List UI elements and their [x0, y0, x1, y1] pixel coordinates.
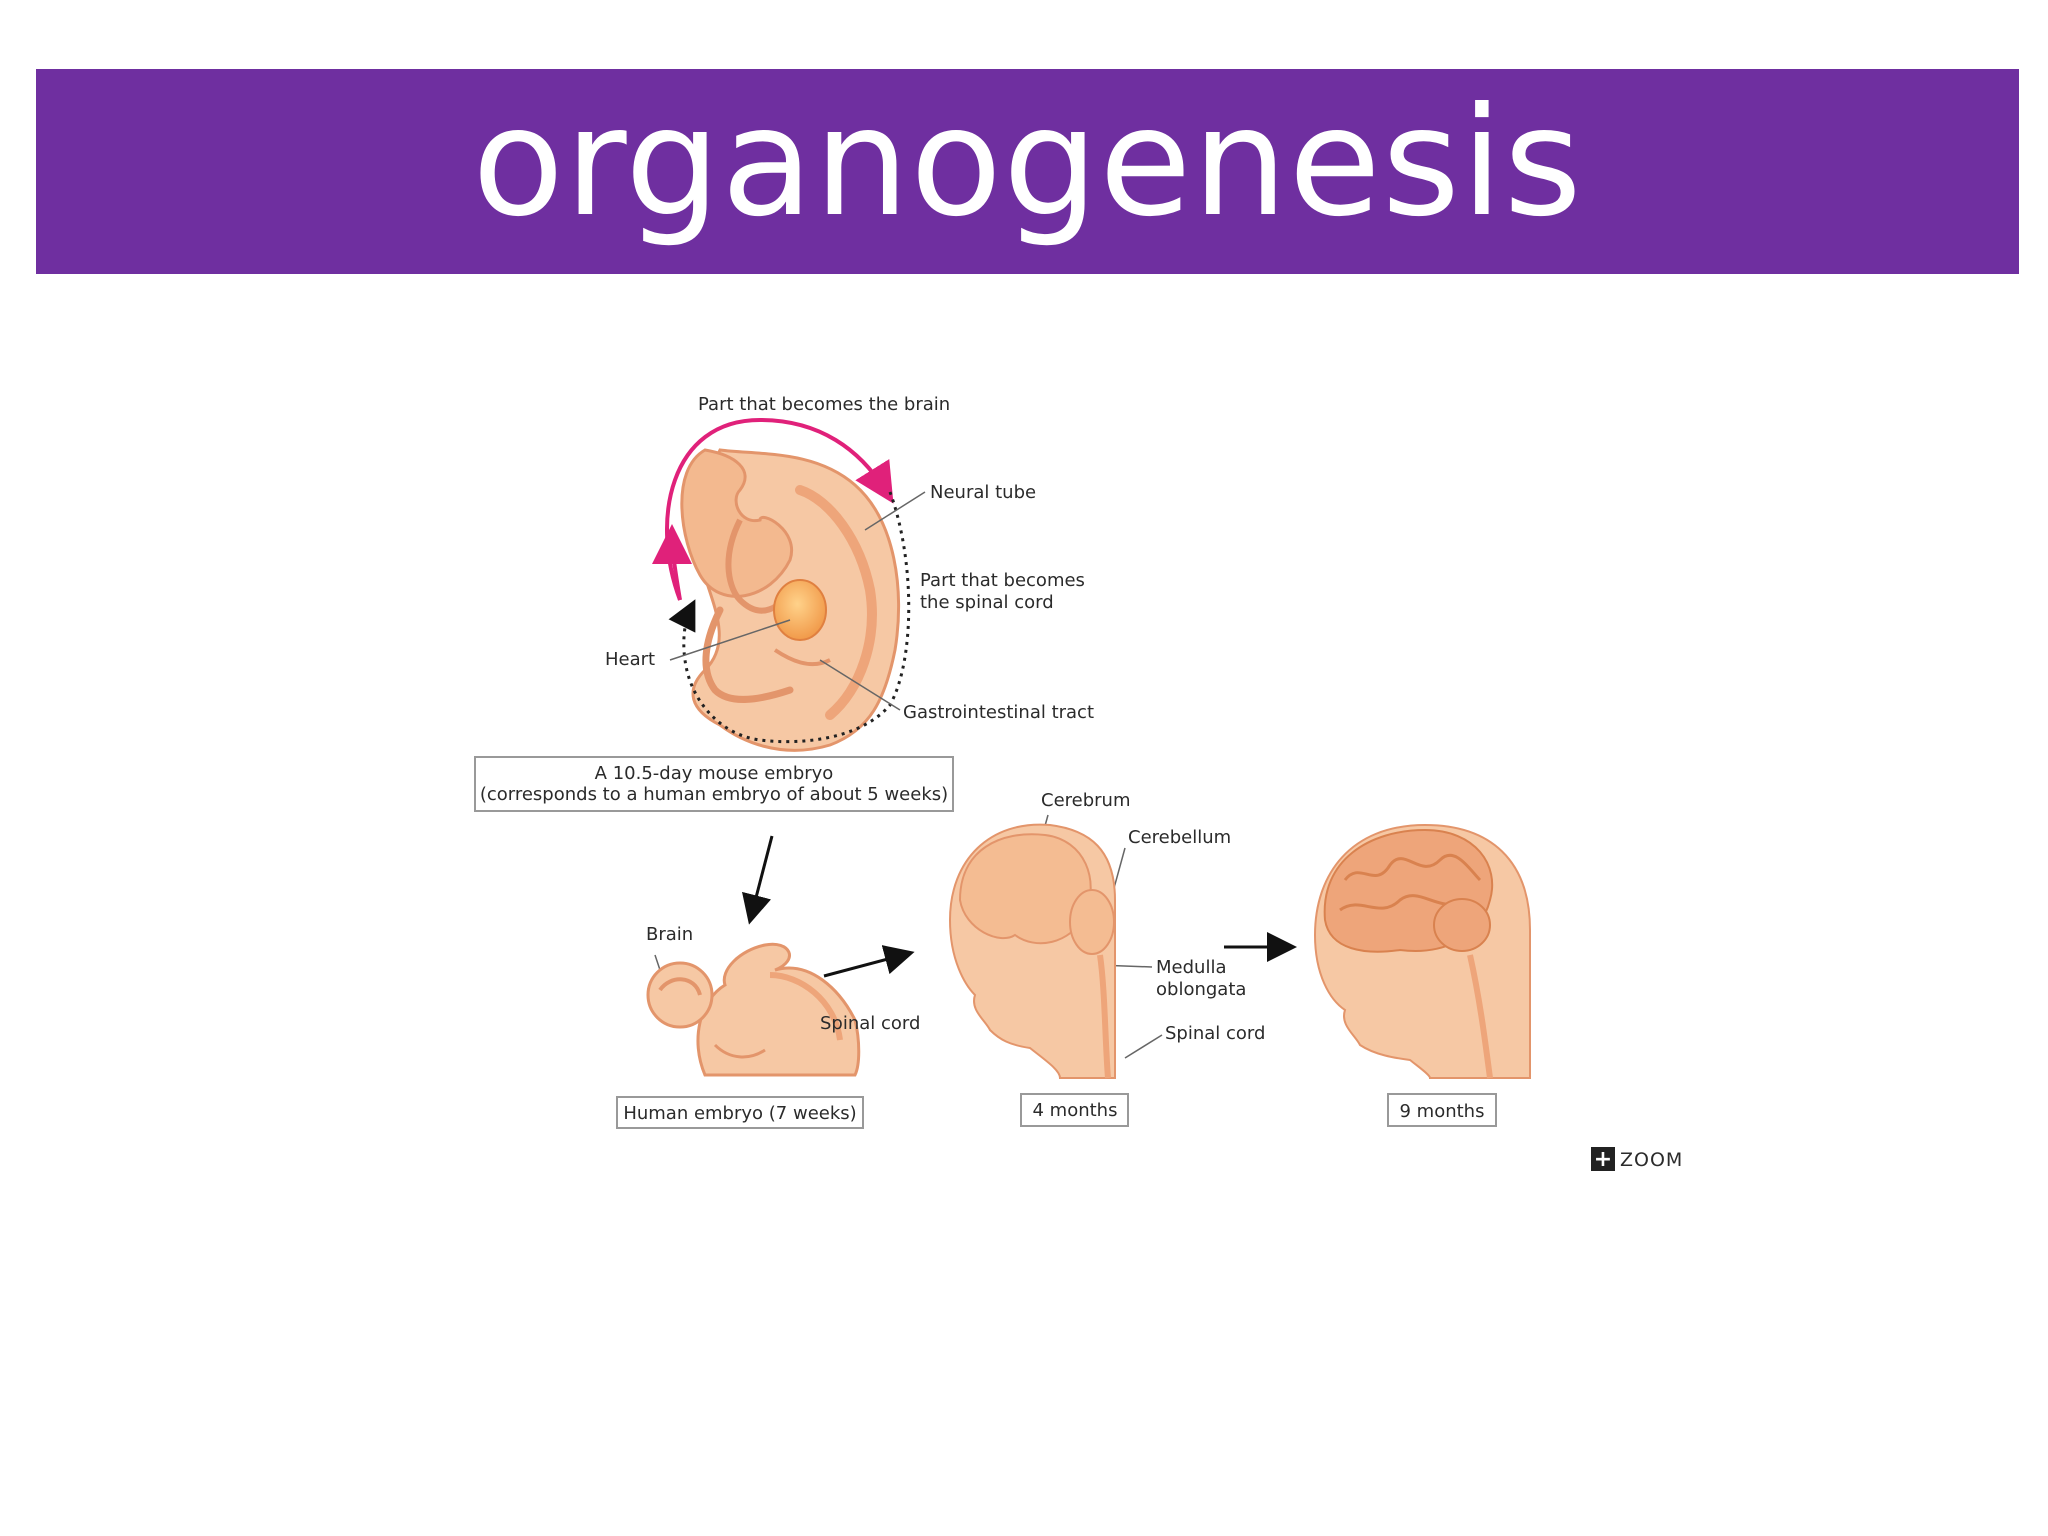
caption-9-months: 9 months — [1387, 1093, 1497, 1127]
label-gi-tract: Gastrointestinal tract — [903, 702, 1094, 723]
zoom-label: ZOOM — [1620, 1149, 1683, 1171]
fetus-4-months-illustration — [948, 823, 1116, 1079]
label-spinal-cord-embryo: Spinal cord — [820, 1013, 920, 1034]
zoom-plus-icon — [1591, 1147, 1615, 1171]
zoom-button[interactable]: + ZOOM — [1591, 1147, 1683, 1172]
arrow-to-human-embryo — [742, 835, 774, 925]
label-heart: Heart — [605, 649, 655, 670]
label-cerebellum: Cerebellum — [1128, 827, 1231, 848]
human-embryo-7-weeks-illustration — [646, 942, 861, 1077]
caption-4-months-text: 4 months — [1033, 1100, 1118, 1121]
caption-human-7-weeks-text: Human embryo (7 weeks) — [623, 1103, 856, 1124]
label-spinal-cord-4m: Spinal cord — [1165, 1023, 1265, 1044]
label-brain: Brain — [646, 924, 693, 945]
label-cerebrum: Cerebrum — [1041, 790, 1131, 811]
caption-human-7-weeks: Human embryo (7 weeks) — [616, 1096, 864, 1129]
label-spinal-part-line2: the spinal cord — [920, 592, 1054, 613]
fetus-9-months-illustration — [1313, 823, 1531, 1079]
zoom-plus-glyph: + — [1594, 1147, 1612, 1172]
label-neural-tube: Neural tube — [930, 482, 1036, 503]
title-bar: organogenesis — [36, 69, 2019, 274]
mouse-embryo-illustration — [680, 448, 901, 752]
label-brain-part: Part that becomes the brain — [698, 394, 950, 415]
label-medulla-line1: Medulla — [1156, 957, 1226, 978]
caption-mouse-line2: (corresponds to a human embryo of about … — [480, 784, 948, 805]
spinal-cord-region-path — [668, 491, 911, 744]
caption-4-months: 4 months — [1020, 1093, 1129, 1127]
arrow-to-4-months — [823, 945, 915, 978]
slide-title: organogenesis — [472, 75, 1583, 250]
caption-mouse-embryo: A 10.5-day mouse embryo (corresponds to … — [474, 756, 954, 812]
label-spinal-part-line1: Part that becomes — [920, 570, 1085, 591]
label-medulla-line2: oblongata — [1156, 979, 1246, 1000]
caption-9-months-text: 9 months — [1400, 1101, 1485, 1122]
caption-mouse-line1: A 10.5-day mouse embryo — [595, 763, 834, 784]
